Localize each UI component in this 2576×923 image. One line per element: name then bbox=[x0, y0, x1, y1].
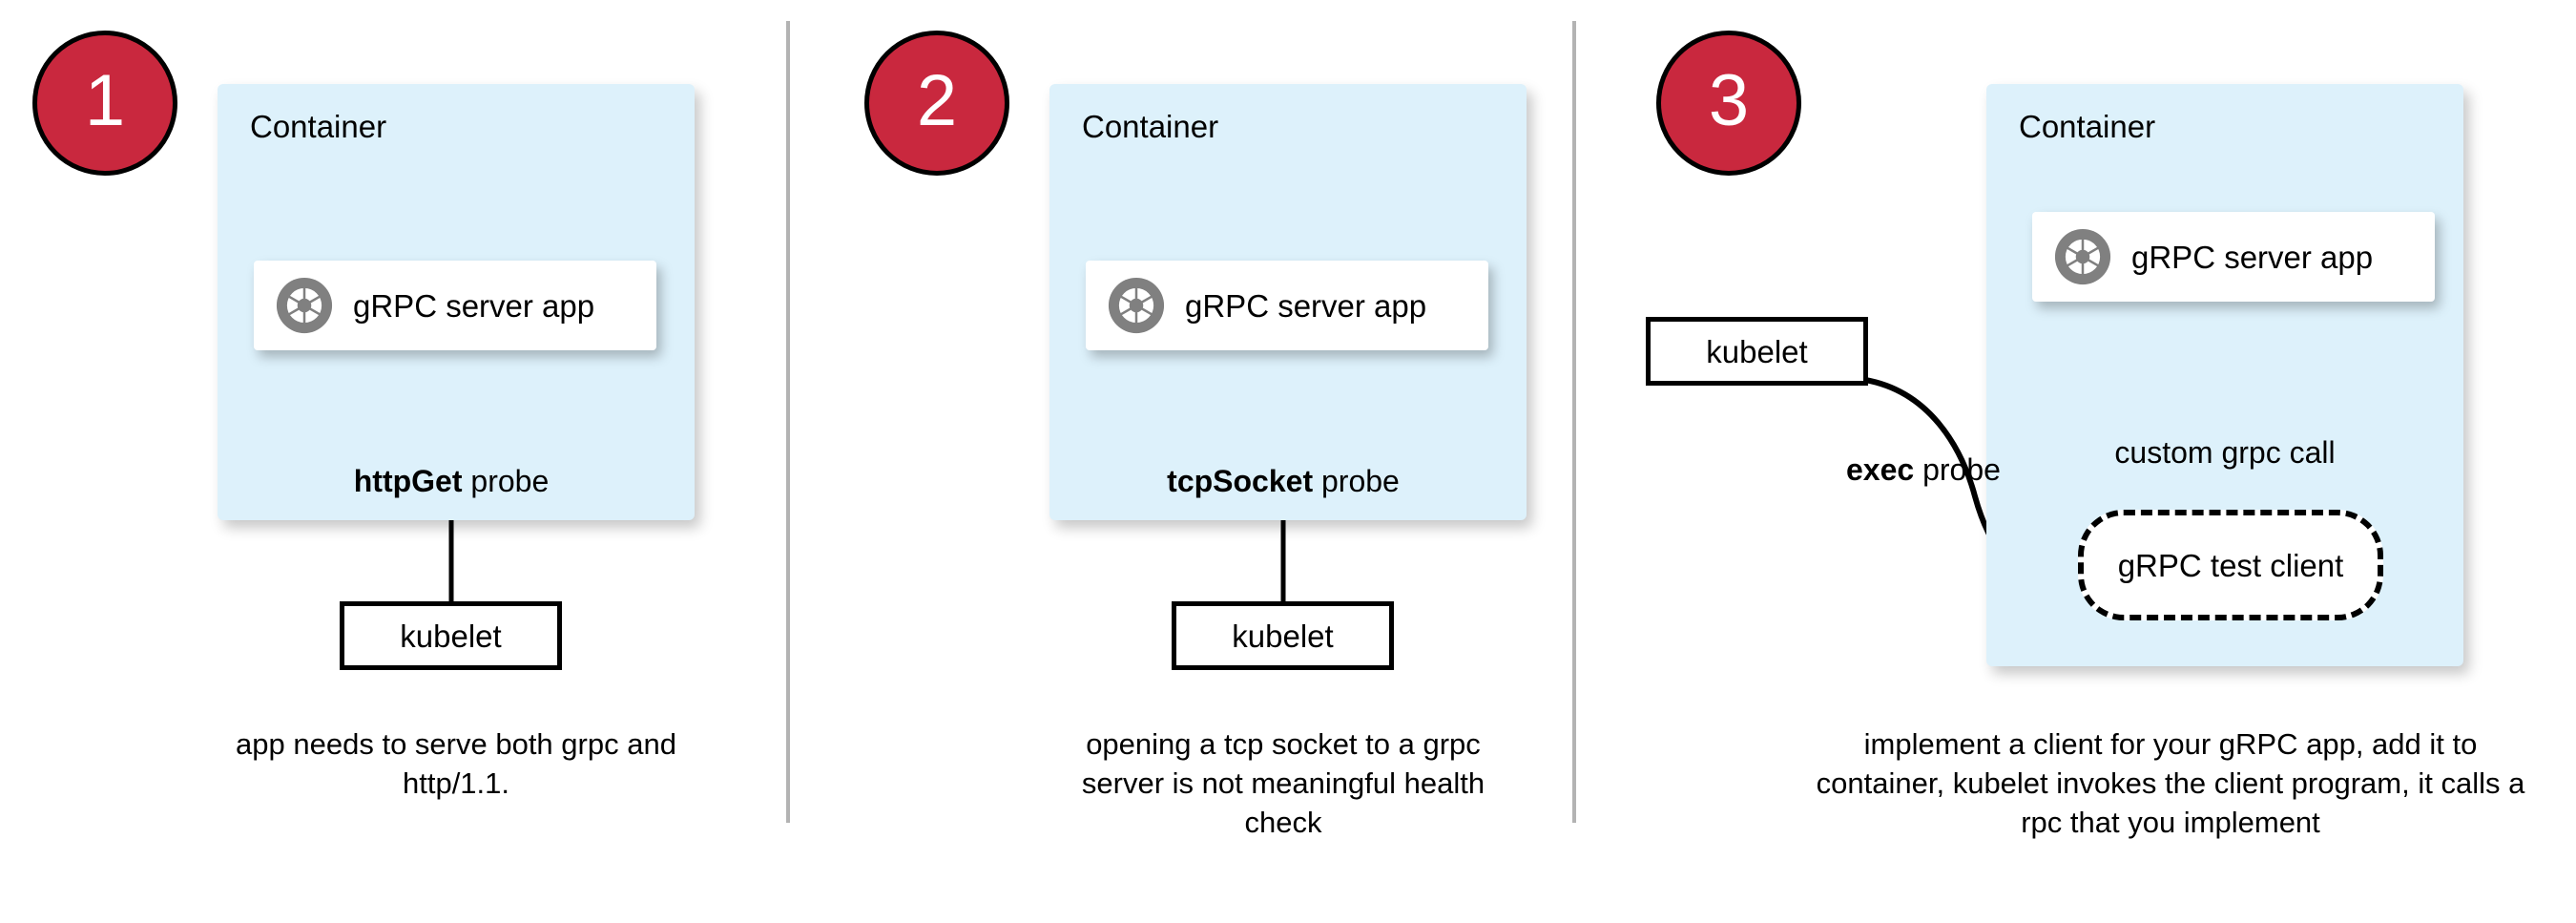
panel-divider-2 bbox=[1572, 21, 1576, 823]
grpc-test-client-box: gRPC test client bbox=[2078, 510, 2383, 620]
step-badge-2: 2 bbox=[864, 31, 1009, 176]
kubelet-box-2: kubelet bbox=[1172, 601, 1394, 670]
step-badge-3-number: 3 bbox=[1708, 60, 1750, 141]
grpc-server-app-card-2: gRPC server app bbox=[1086, 261, 1488, 350]
step-badge-1-number: 1 bbox=[84, 60, 126, 141]
custom-grpc-call-label: custom grpc call bbox=[2114, 435, 2336, 470]
grpc-server-app-label-2: gRPC server app bbox=[1185, 287, 1427, 324]
panel-caption-3: implement a client for your gRPC app, ad… bbox=[1816, 727, 2525, 839]
kubelet-box-1: kubelet bbox=[340, 601, 562, 670]
container-label-3: Container bbox=[2019, 109, 2156, 144]
grpc-aperture-icon bbox=[2054, 228, 2111, 285]
kubelet-label-3: kubelet bbox=[1706, 333, 1808, 369]
probe-label-2: tcpSocket probe bbox=[1092, 466, 1474, 496]
probe-label-1-rest: probe bbox=[462, 464, 550, 498]
probe-label-1: httpGet probe bbox=[260, 466, 642, 496]
container-label-2: Container bbox=[1082, 109, 1219, 144]
grpc-server-app-label-3: gRPC server app bbox=[2131, 239, 2374, 275]
probe-label-3-bold: exec bbox=[1846, 452, 1915, 487]
kubelet-label-1: kubelet bbox=[400, 618, 502, 654]
container-label-1: Container bbox=[250, 109, 387, 144]
grpc-server-app-card-1: gRPC server app bbox=[254, 261, 656, 350]
grpc-aperture-icon bbox=[1108, 277, 1165, 334]
step-badge-1: 1 bbox=[32, 31, 177, 176]
grpc-test-client-label: gRPC test client bbox=[2117, 547, 2344, 583]
panel-caption-2: opening a tcp socket to a grpc server is… bbox=[1081, 727, 1485, 839]
probe-label-1-bold: httpGet bbox=[353, 464, 463, 498]
panel-caption-1: app needs to serve both grpc and http/1.… bbox=[236, 727, 676, 800]
probe-label-2-rest: probe bbox=[1313, 464, 1400, 498]
step-badge-3: 3 bbox=[1656, 31, 1801, 176]
kubelet-box-3: kubelet bbox=[1646, 317, 1868, 386]
probe-label-3: exec probe bbox=[1846, 454, 2132, 485]
panel-divider-1 bbox=[786, 21, 790, 823]
grpc-server-app-card-3: gRPC server app bbox=[2032, 212, 2435, 302]
step-badge-2-number: 2 bbox=[916, 60, 958, 141]
kubelet-label-2: kubelet bbox=[1232, 618, 1334, 654]
grpc-server-app-label-1: gRPC server app bbox=[353, 287, 595, 324]
probe-label-3-rest: probe bbox=[1914, 452, 2001, 487]
probe-label-2-bold: tcpSocket bbox=[1167, 464, 1314, 498]
grpc-aperture-icon bbox=[276, 277, 333, 334]
